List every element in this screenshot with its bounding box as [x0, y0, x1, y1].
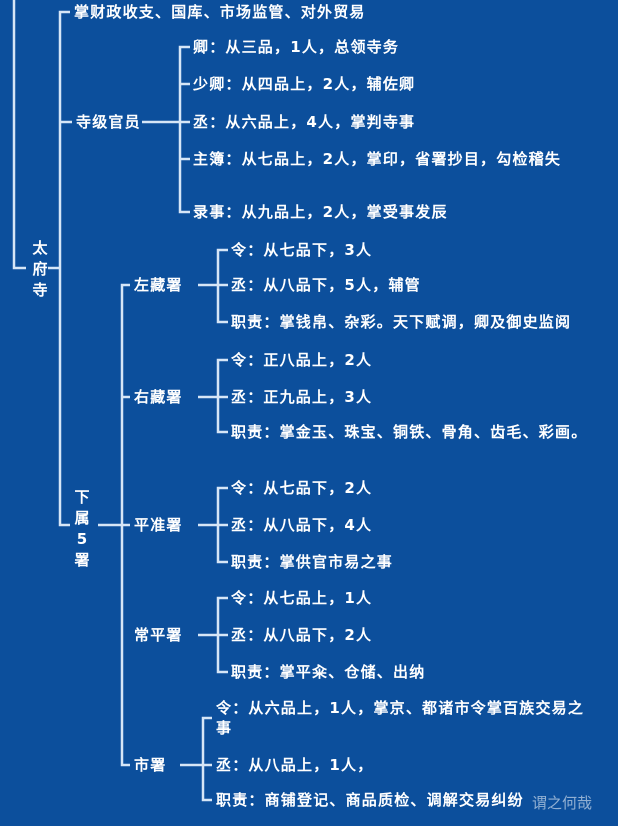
office-item: 令：正八品上，2人: [231, 351, 373, 369]
office-item: 丞：从八品下，2人: [231, 626, 373, 644]
officials-trunk: [178, 45, 190, 214]
office-item: 职责：商铺登记、商品质检、调解交易纠纷: [216, 791, 524, 809]
office-3-connector: [198, 486, 228, 564]
official-item: 录事：从九品上，2人，掌受事发辰: [193, 203, 448, 221]
office-item: 职责：掌金玉、珠宝、铜铁、骨角、齿毛、彩画。: [231, 423, 588, 441]
office-item: 丞：从八品上，1人，: [216, 756, 374, 774]
office-name: 左藏署: [134, 276, 183, 294]
office-1-connector: [198, 248, 228, 324]
office-2-connector: [198, 358, 228, 434]
office-name: 常平署: [134, 626, 183, 644]
official-item: 少卿：从四品上，2人，辅佐卿: [193, 75, 416, 93]
watermark: 谓之何哉: [532, 794, 593, 812]
root-connector: [12, 0, 26, 270]
duty-text: 掌财政收支、国库、市场监管、对外贸易: [74, 3, 366, 21]
office-name: 市署: [134, 756, 167, 774]
level1-trunk: [58, 10, 70, 527]
root-label: 太府寺: [32, 239, 48, 299]
office-5-connector: [180, 716, 212, 802]
office-item: 令：从七品下，3人: [231, 241, 373, 259]
office-item: 丞：从八品下，4人: [231, 516, 373, 534]
office-name: 右藏署: [134, 388, 183, 406]
office-item: 令：从六品上，1人，掌京、都诸市令掌百族交易之事: [216, 699, 585, 737]
subordinates-label: 下属5署: [74, 488, 90, 569]
office-item: 职责：掌供官市易之事: [231, 553, 394, 571]
official-item: 卿：从三品，1人，总领寺务: [193, 38, 400, 56]
office-item: 职责：掌平籴、仓储、出纳: [231, 663, 426, 681]
office-item: 令：从七品下，2人: [231, 479, 373, 497]
office-4-connector: [198, 596, 228, 674]
official-item: 主簿：从七品上，2人，掌印，省署抄目，勾检稽失: [193, 150, 562, 168]
subordinates-trunk: [120, 283, 130, 767]
officials-label: 寺级官员: [76, 113, 141, 131]
office-name: 平准署: [134, 516, 183, 534]
office-item: 丞：正九品上，3人: [231, 388, 373, 406]
office-item: 丞：从八品下，5人，辅管: [231, 276, 421, 294]
office-item: 令：从七品上，1人: [231, 589, 373, 607]
office-item: 职责：掌钱帛、杂彩。天下赋调，卿及御史监阅: [231, 313, 572, 331]
official-item: 丞：从六品上，4人，掌判寺事: [193, 113, 416, 131]
